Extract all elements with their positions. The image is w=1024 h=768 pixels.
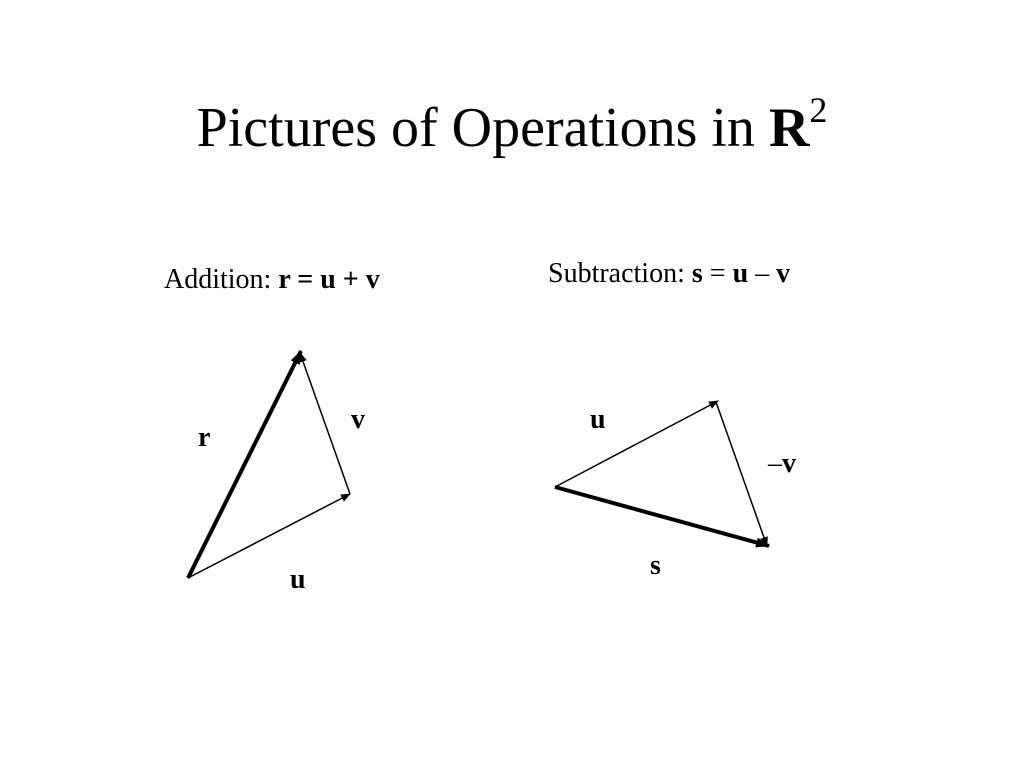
neg-v-letter: v xyxy=(782,448,796,479)
subtraction-caption-u: u xyxy=(732,258,749,289)
subtraction-label-neg-v: –v xyxy=(768,450,796,478)
addition-label-u: u xyxy=(290,564,306,595)
addition-label-v: v xyxy=(351,404,365,435)
title-superscript: 2 xyxy=(809,90,828,130)
subtraction-label-u: u xyxy=(590,404,606,435)
addition-vector-u xyxy=(187,493,351,579)
title-text: Pictures of Operations in xyxy=(196,97,769,159)
subtraction-vector-neg-v xyxy=(715,401,768,547)
subtraction-caption: Subtraction: s = u – v xyxy=(548,260,790,288)
title-symbol: R xyxy=(768,97,810,159)
addition-caption: Addition: r = u + v xyxy=(164,266,380,294)
subtraction-caption-minus: – xyxy=(748,258,777,289)
addition-vector-r xyxy=(186,350,303,579)
slide-title: Pictures of Operations in R2 xyxy=(0,92,1024,159)
subtraction-vector-u xyxy=(554,400,719,488)
addition-caption-prefix: Addition: xyxy=(164,264,279,295)
subtraction-caption-eq: = xyxy=(702,258,733,289)
addition-label-r: r xyxy=(198,422,211,453)
subtraction-caption-s: s xyxy=(691,258,703,289)
subtraction-caption-prefix: Subtraction: xyxy=(548,258,692,289)
addition-vector-v xyxy=(299,352,351,495)
neg-v-sign: – xyxy=(768,448,782,479)
subtraction-caption-v: v xyxy=(776,258,791,289)
addition-caption-formula: r = u + v xyxy=(278,264,380,295)
subtraction-vector-s xyxy=(554,485,770,548)
subtraction-label-s: s xyxy=(650,550,661,581)
